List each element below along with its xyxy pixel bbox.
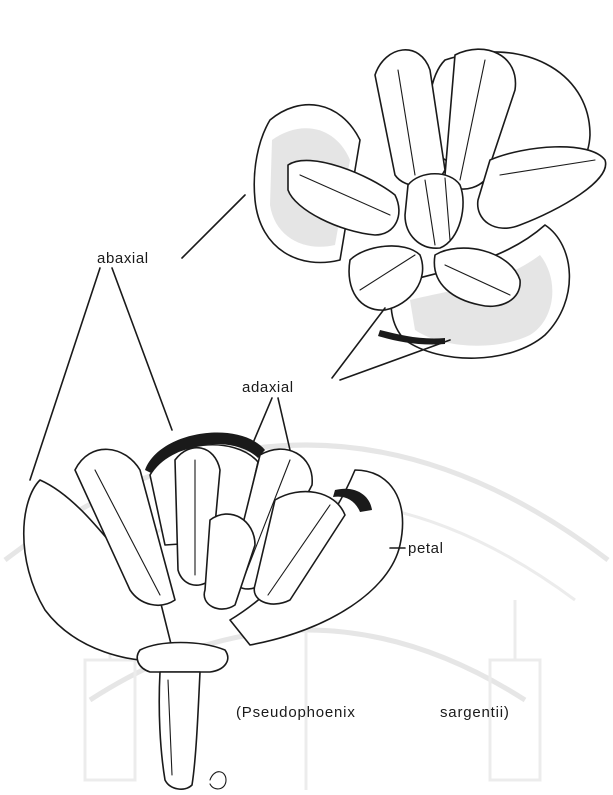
label-petal: petal: [408, 540, 444, 557]
caption-species: (Pseudophoenix: [236, 704, 356, 721]
label-adaxial: adaxial: [242, 379, 294, 396]
caption-epithet: sargentii): [440, 704, 510, 721]
label-abaxial: abaxial: [97, 250, 149, 267]
flower-top-view: [254, 49, 605, 358]
flower-side-view: [24, 433, 403, 790]
